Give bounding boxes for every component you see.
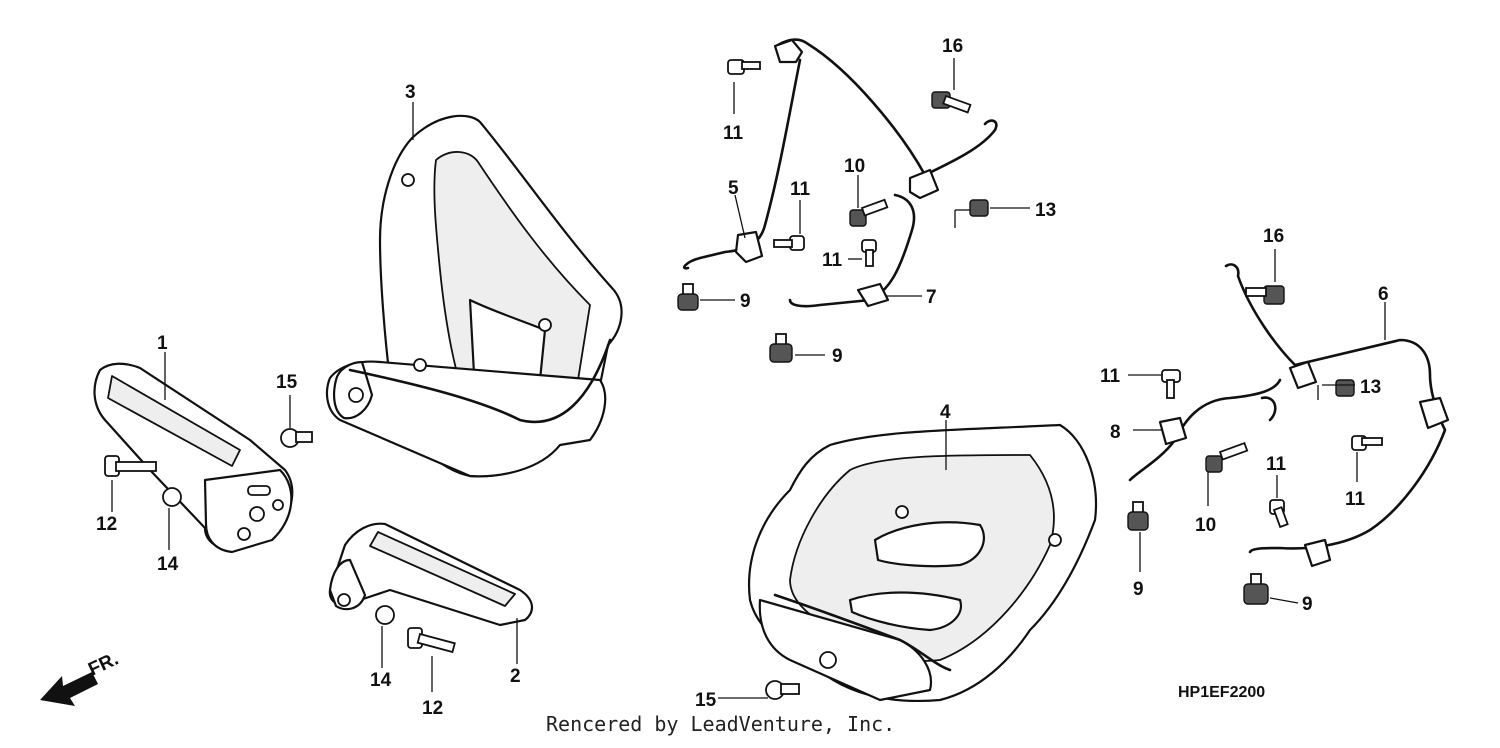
- callout-11b: 11: [790, 179, 811, 200]
- callout-16a: 16: [942, 36, 963, 57]
- nut-13b: [1335, 379, 1355, 397]
- bolt-16b: [1245, 285, 1285, 305]
- callouts: 1 2 3 4 5 6 7 8 9 9 9 9 10 10 11 11 11 1…: [96, 36, 1389, 719]
- callout-9c: 9: [1133, 579, 1144, 600]
- bolt-11e: [1269, 499, 1289, 529]
- callout-9b: 9: [832, 346, 843, 367]
- part-4-guard: [748, 423, 1097, 702]
- part-8-wire-stay: [1128, 378, 1282, 482]
- part-2-footpeg: [328, 522, 533, 627]
- callout-4: 4: [940, 402, 951, 423]
- callout-10b: 10: [1195, 515, 1216, 536]
- screw-9a: [677, 283, 699, 311]
- hardware: [104, 59, 1383, 700]
- bolt-16a: [931, 91, 972, 114]
- callout-11e: 11: [1266, 454, 1287, 475]
- front-arrow-icon: [40, 672, 98, 706]
- screw-9c: [1127, 501, 1149, 531]
- part-5-wire-stay: [683, 38, 998, 270]
- callout-14b: 14: [370, 670, 392, 691]
- leader-lines: [111, 58, 1386, 699]
- part-6-wire-stay: [1224, 263, 1450, 568]
- callout-15a: 15: [276, 372, 298, 393]
- front-direction-indicator: FR.: [40, 649, 122, 706]
- callout-14a: 14: [157, 554, 179, 575]
- callout-13b: 13: [1360, 377, 1381, 398]
- bolt-11c: [861, 239, 877, 267]
- diagram-code: HP1EF2200: [1178, 684, 1265, 701]
- callout-12a: 12: [96, 514, 117, 535]
- callout-11d: 11: [1100, 366, 1121, 387]
- callout-9a: 9: [740, 291, 751, 312]
- grommet-15b: [765, 680, 800, 700]
- callout-2: 2: [510, 666, 521, 687]
- screw-9b: [769, 333, 793, 363]
- callout-13a: 13: [1035, 200, 1056, 221]
- callout-8: 8: [1110, 422, 1121, 443]
- bolt-12a: [104, 455, 157, 477]
- grommet-15a: [280, 428, 313, 448]
- bolt-10a: [849, 198, 889, 227]
- bolt-11f: [1351, 435, 1383, 451]
- washer-14b: [375, 605, 395, 625]
- callout-11c: 11: [822, 250, 843, 271]
- bolt-10b: [1205, 441, 1249, 473]
- part-1-footpeg: [93, 362, 294, 554]
- callout-5: 5: [728, 178, 739, 199]
- bolt-12b: [407, 627, 456, 654]
- render-credit: Rencered by LeadVenture, Inc.: [546, 712, 895, 736]
- callout-6: 6: [1378, 284, 1389, 305]
- callout-16b: 16: [1263, 226, 1284, 247]
- callout-11a: 11: [723, 123, 744, 144]
- callout-7: 7: [926, 287, 937, 308]
- part-7-wire-stay: [788, 193, 916, 308]
- callout-12b: 12: [422, 698, 443, 719]
- callout-1: 1: [157, 333, 168, 354]
- callout-15b: 15: [695, 690, 717, 711]
- callout-11f: 11: [1345, 489, 1366, 510]
- callout-9d: 9: [1302, 594, 1313, 615]
- bolt-11d: [1161, 369, 1181, 399]
- callout-10a: 10: [844, 156, 865, 177]
- bolt-11b: [773, 235, 805, 251]
- callout-3: 3: [405, 82, 416, 103]
- bolt-11a: [727, 59, 761, 75]
- part-3-guard: [325, 114, 623, 478]
- nut-13a: [969, 199, 989, 217]
- screw-9d: [1243, 573, 1269, 605]
- washer-14a: [162, 487, 182, 507]
